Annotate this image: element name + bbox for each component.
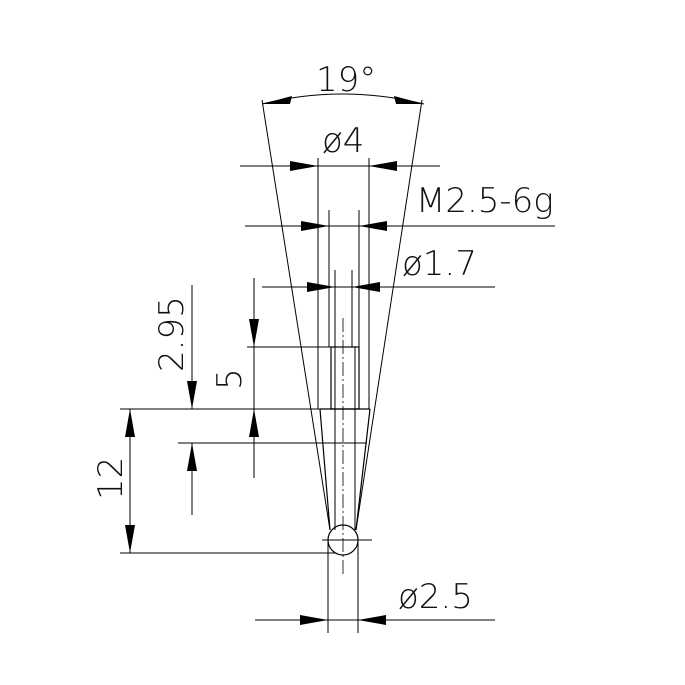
len-12-label: 12	[91, 457, 131, 500]
len-12-dimension: 12	[91, 408, 336, 554]
dia-4-dimension: ø4	[240, 121, 440, 409]
len-2-95-label: 2.95	[152, 296, 192, 372]
len-5-label: 5	[210, 368, 250, 390]
dia-4-label: ø4	[322, 121, 364, 161]
taper-right	[355, 408, 371, 531]
angle-label: 19°	[316, 60, 376, 100]
thread-dimension: M2.5-6g	[245, 181, 555, 347]
angle-dimension: 19°	[261, 60, 425, 531]
len-5-dimension: 5	[210, 278, 331, 478]
stylus-outline	[319, 346, 371, 556]
dia-2-5-label: ø2.5	[398, 577, 473, 617]
len-2-95-dimension: 2.95	[152, 285, 320, 515]
thread-label: M2.5-6g	[416, 181, 554, 221]
dia-2-5-dimension: ø2.5	[255, 540, 495, 633]
taper-left	[319, 408, 331, 531]
dia-1-7-label: ø1.7	[402, 244, 477, 284]
dia-1-7-dimension: ø1.7	[262, 244, 495, 347]
